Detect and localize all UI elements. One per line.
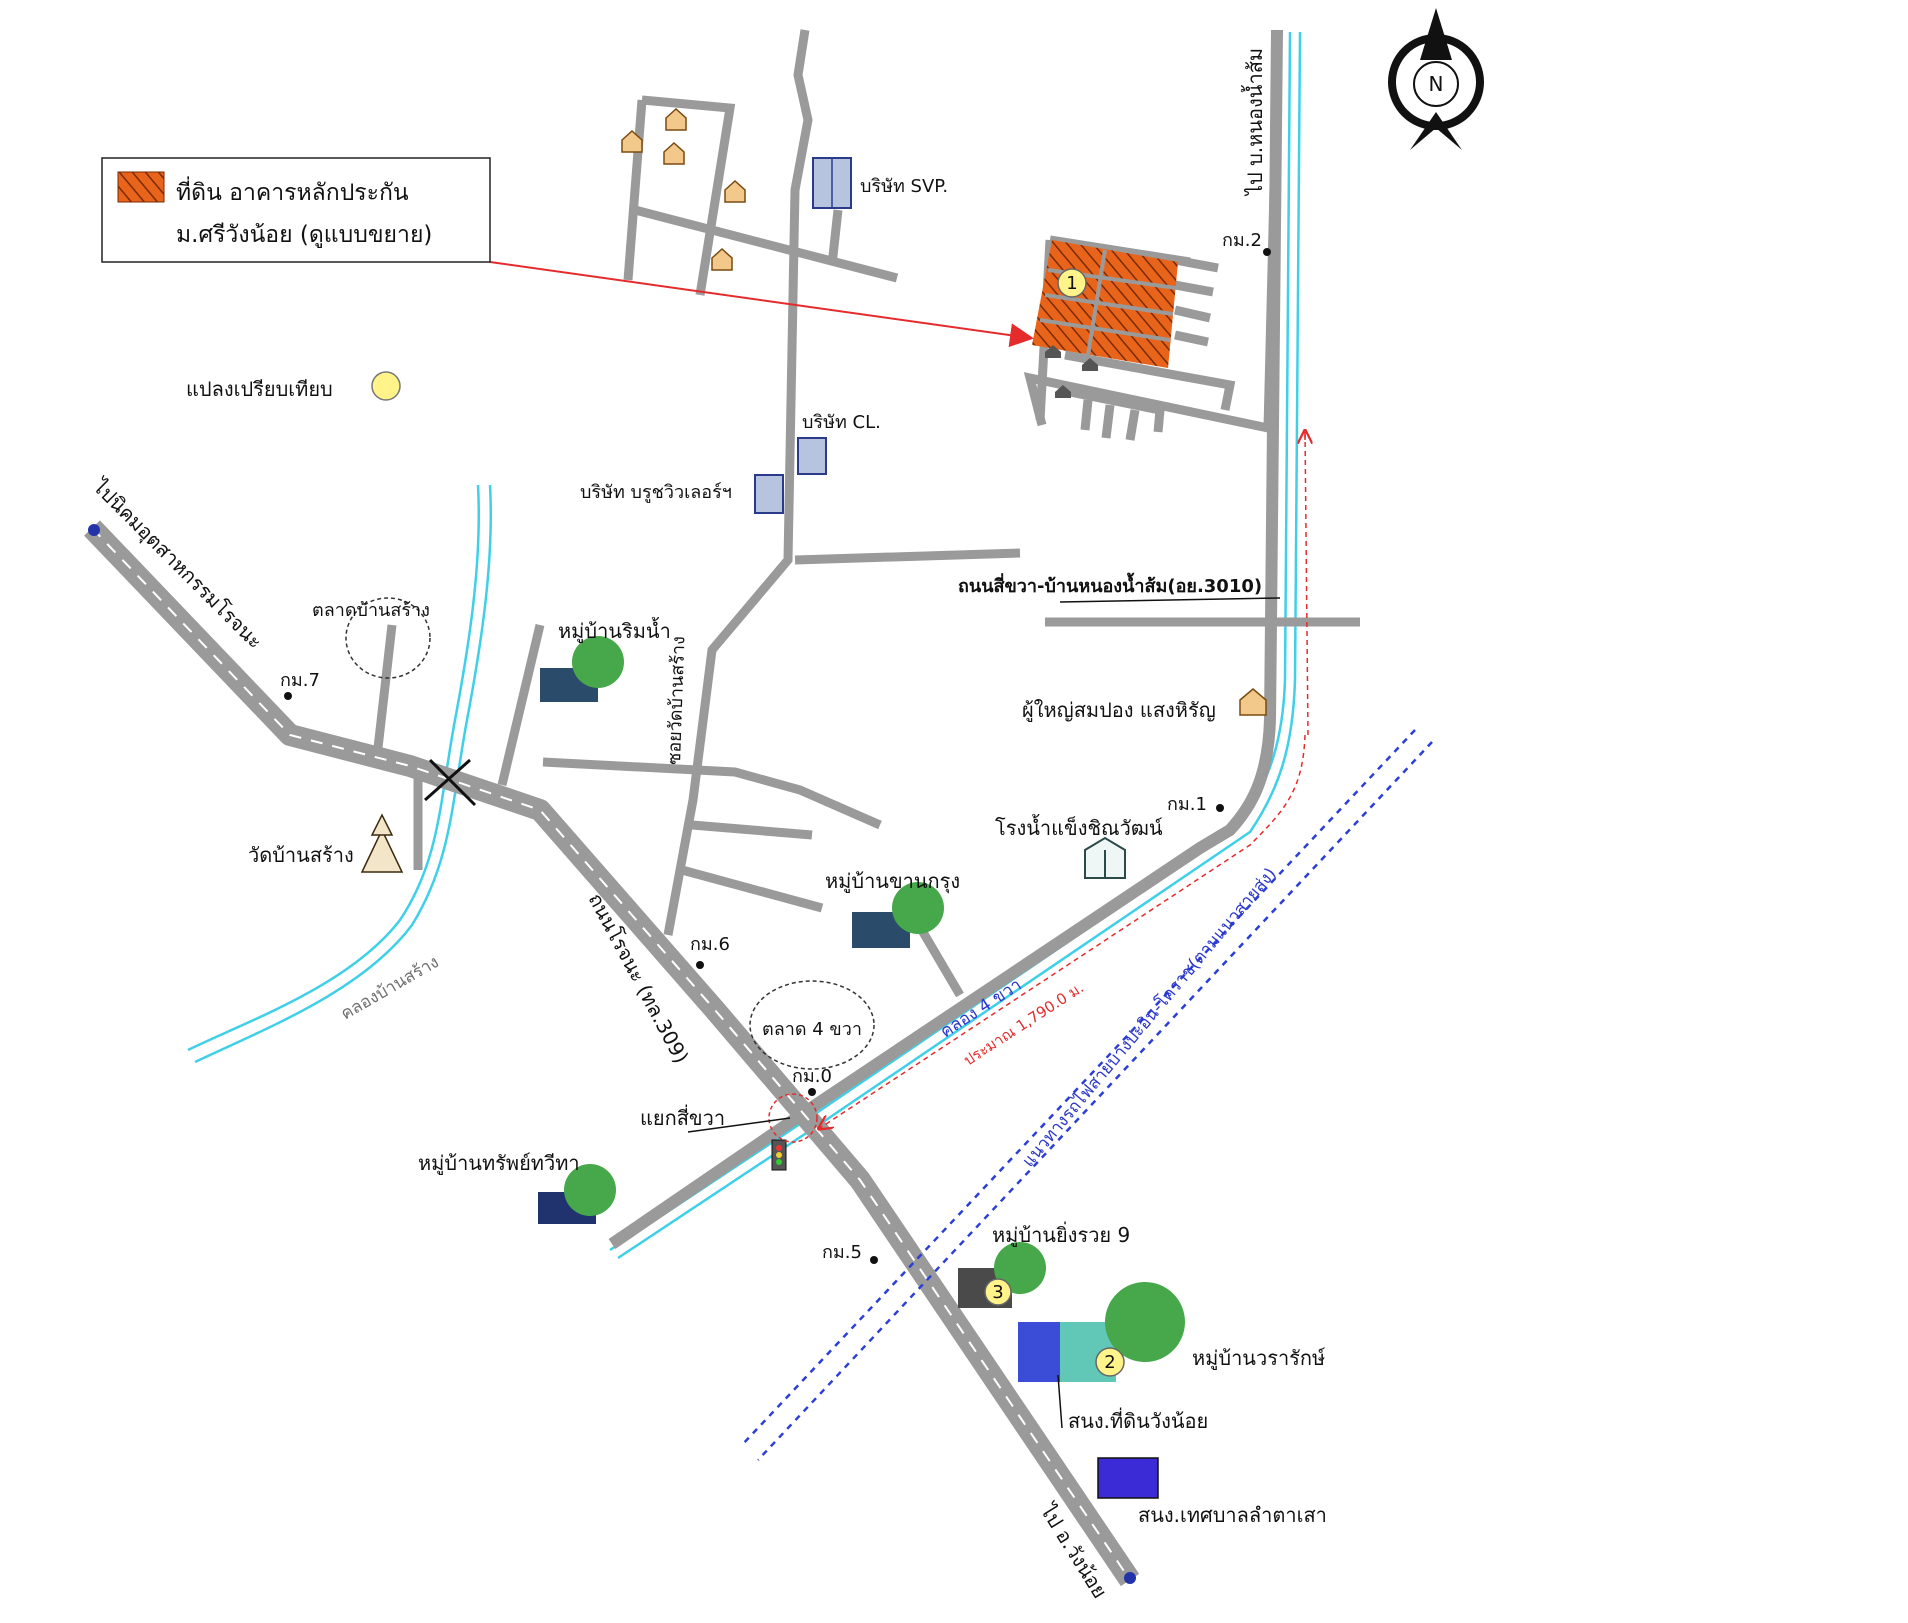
compare-marker-2	[1095, 1347, 1125, 1377]
legend-pointer	[489, 261, 1034, 348]
km0-label: กม.0	[792, 1066, 832, 1087]
km1-label: กม.1	[1167, 794, 1207, 815]
rail-alignment	[741, 729, 1433, 1461]
company-brush-label: บริษัท บรูชวิวเลอร์ฯ	[580, 482, 732, 503]
office-land-label: สนง.ที่ดินวังน้อย	[1068, 1407, 1208, 1433]
office-municipal-label: สนง.เทศบาลลำตาเสา	[1138, 1503, 1327, 1527]
km7-label: กม.7	[280, 670, 320, 691]
rail-label: แนวทางรถไฟสายบางปะอิน-โคราช(ตามแนวสายส่ง…	[1018, 864, 1281, 1172]
compare-marker-2-label: 2	[1104, 1352, 1115, 1373]
legend-line1: ที่ดิน อาคารหลักประกัน	[176, 176, 409, 206]
to-nongnamsom-label: ไป บ.หนองน้ำส้ม	[1241, 48, 1267, 197]
road-3010	[608, 29, 1283, 1249]
village-rimnam-label: หมู่บ้านริมน้ำ	[558, 617, 671, 644]
intersection-label: แยกสี่ขวา	[640, 1104, 725, 1130]
headman-label: ผู้ใหญ่สมปอง แสงหิรัญ	[1022, 698, 1216, 723]
village-yingruay-label: หมู่บ้านยิ่งรวย 9	[992, 1221, 1130, 1248]
km-marker-icon	[284, 248, 1271, 1264]
village-sapthawi-label: หมู่บ้านทรัพย์ทวีทา	[418, 1151, 580, 1176]
company-svp-label: บริษัท SVP.	[860, 176, 948, 197]
compare-marker-3	[984, 1278, 1012, 1306]
market-bansang-circle	[345, 597, 431, 679]
highway-end-icon	[1124, 1572, 1136, 1584]
compare-legend-marker	[371, 371, 401, 401]
highway-end-icon	[88, 524, 100, 536]
village-warak-label: หมู่บ้านวรารักษ์	[1192, 1346, 1326, 1371]
ice-factory-label: โรงน้ำแข็งชิณวัฒน์	[995, 814, 1163, 840]
km5-label: กม.5	[822, 1242, 862, 1263]
building-icon	[754, 157, 852, 514]
traffic-light-icon	[771, 1139, 787, 1171]
market-4khwa-label: ตลาด 4 ขวา	[762, 1019, 862, 1040]
subject-parcel: 1	[1032, 240, 1178, 368]
market-bansang-label: ตลาดบ้านสร้าง	[312, 600, 430, 621]
wat-bansang-label: วัดบ้านสร้าง	[248, 843, 354, 867]
distance-arrow	[820, 429, 1309, 1128]
legend-line2: ม.ศรีวังน้อย (ดูแบบขยาย)	[176, 222, 432, 248]
local-roads	[373, 29, 1360, 998]
north-arrow-icon: N	[1388, 8, 1484, 150]
side-road-leader	[1059, 597, 1281, 603]
compass-label: N	[1429, 72, 1444, 96]
office-icon	[1057, 1374, 1159, 1499]
highway-309	[84, 520, 1140, 1587]
canal-bansang	[187, 484, 493, 1064]
side-road-label: ถนนสี่ขวา-บ้านหนองน้ำส้ม(อย.3010)	[958, 572, 1262, 597]
km2-label: กม.2	[1222, 230, 1262, 251]
compare-marker-3-label: 3	[992, 1282, 1003, 1303]
legend-swatch	[117, 171, 165, 203]
house-icon	[621, 107, 1267, 716]
market-4khwa-circle	[749, 980, 875, 1070]
village-khankrung-label: หมู่บ้านขานกรุง	[825, 869, 960, 894]
factory-icon	[1084, 836, 1126, 879]
company-cl-label: บริษัท CL.	[802, 412, 881, 433]
bridge-icon	[424, 758, 477, 807]
intersection-circle	[768, 1093, 818, 1143]
house-icon	[1045, 345, 1098, 398]
temple-icon	[360, 813, 404, 873]
intersection-leader	[687, 1117, 791, 1133]
compare-legend-label: แปลงเปรียบเทียบ	[186, 377, 333, 401]
legend: ที่ดิน อาคารหลักประกัน ม.ศรีวังน้อย (ดูแ…	[101, 157, 491, 263]
subject-marker-label: 1	[1066, 273, 1077, 294]
km6-label: กม.6	[690, 934, 730, 955]
village-icon	[538, 636, 1185, 1382]
soi-wat-label: ซอยวัดบ้านสร้าง	[664, 636, 689, 765]
